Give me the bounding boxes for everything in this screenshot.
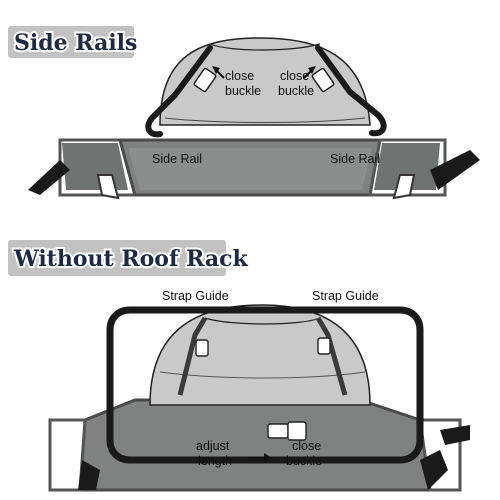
strap-guide-right-label: Strap Guide xyxy=(312,289,379,303)
without-roof-rack-title-banner: Without Roof Rack xyxy=(8,240,251,276)
side-rails-title-banner: Side Rails xyxy=(8,26,139,58)
car-roof-top xyxy=(28,138,480,200)
close-buckle-right-line2: buckle xyxy=(278,84,314,98)
buckle-lower xyxy=(267,421,307,441)
straps-top xyxy=(145,45,387,138)
roof-bag-top xyxy=(159,37,371,126)
roof-bag-bottom xyxy=(149,304,371,406)
side-rails-section: Side Rails xyxy=(8,26,480,200)
adjust-length-line2: length xyxy=(198,454,232,468)
close-buckle-bottom-line1: close xyxy=(292,439,321,453)
side-rail-right-label: Side Rail xyxy=(330,152,380,166)
close-buckle-right-line1: close xyxy=(280,69,309,83)
without-roof-rack-section: Without Roof Rack xyxy=(8,240,470,492)
close-buckle-bottom-line2: buckle xyxy=(286,454,322,468)
close-buckle-left-line1: close xyxy=(225,69,254,83)
strap-loop xyxy=(106,306,424,464)
strap-guide-left-label: Strap Guide xyxy=(162,289,229,303)
close-buckle-left-line2: buckle xyxy=(225,84,261,98)
side-rail-left-label: Side Rail xyxy=(152,152,202,166)
without-roof-rack-title: Without Roof Rack xyxy=(13,246,249,272)
side-rails-title: Side Rails xyxy=(14,30,137,56)
car-roof-bottom xyxy=(48,398,470,492)
adjust-length-line1: adjust xyxy=(196,439,230,453)
